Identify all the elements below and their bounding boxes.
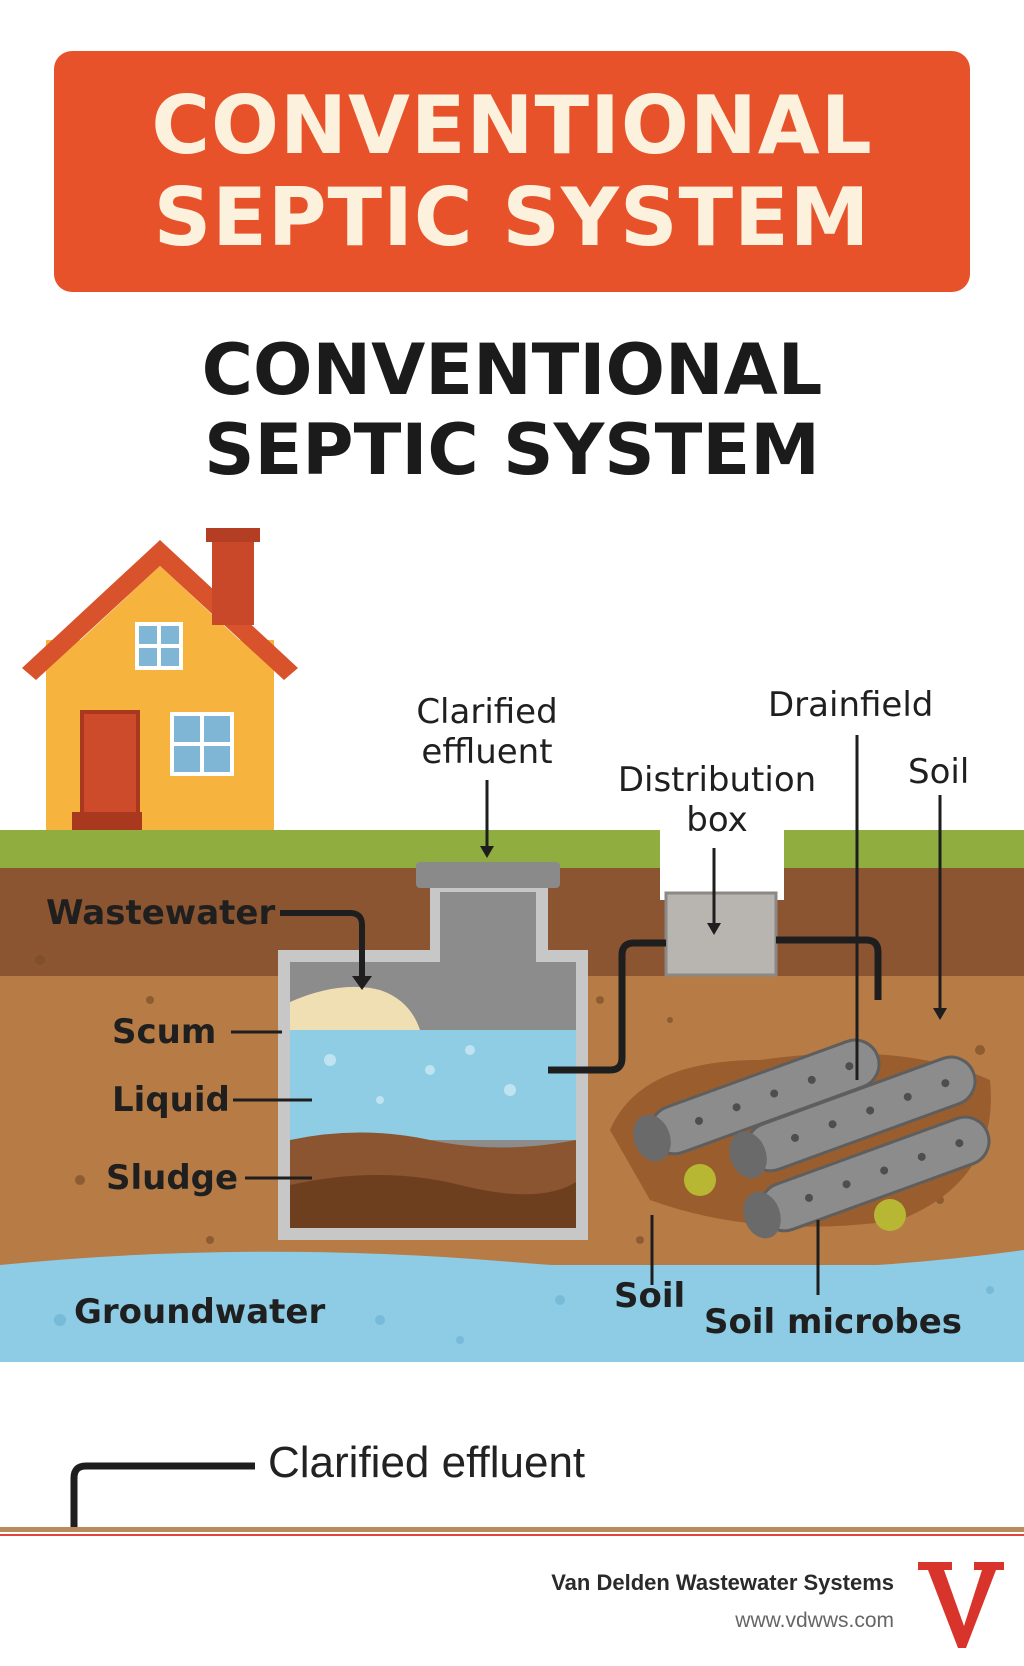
label-clarified-line2: effluent xyxy=(421,732,553,772)
legend-clarified-effluent: Clarified effluent xyxy=(268,1438,586,1487)
distribution-box xyxy=(664,891,778,977)
liquid-layer xyxy=(290,1030,576,1140)
footer-accent-line xyxy=(0,1534,1024,1536)
label-liquid: Liquid xyxy=(112,1080,230,1120)
label-groundwater: Groundwater xyxy=(74,1292,326,1332)
microbe-icon xyxy=(684,1164,906,1231)
heading-line2: SEPTIC SYSTEM xyxy=(204,409,820,491)
label-clarified-effluent: Clarified effluent xyxy=(395,692,579,772)
label-soil-top: Soil xyxy=(908,752,970,792)
drainfield-pipes xyxy=(633,1038,991,1239)
company-logo xyxy=(918,1562,1004,1648)
label-distribution-box: Distribution box xyxy=(602,760,832,840)
label-soil-bottom: Soil xyxy=(614,1276,686,1316)
heading-line1: CONVENTIONAL xyxy=(201,329,823,411)
label-distribution-line2: box xyxy=(686,800,748,840)
title-banner: CONVENTIONAL SEPTIC SYSTEM xyxy=(54,51,970,292)
label-soil-microbes: Soil microbes xyxy=(704,1302,962,1342)
banner-title-line1: CONVENTIONAL xyxy=(151,78,873,172)
company-website[interactable]: www.vdwws.com xyxy=(735,1609,894,1632)
label-wastewater: Wastewater xyxy=(46,893,276,933)
company-name: Van Delden Wastewater Systems xyxy=(551,1570,894,1595)
banner-title-line2: SEPTIC SYSTEM xyxy=(153,170,871,264)
label-scum: Scum xyxy=(112,1012,217,1052)
scum-layer xyxy=(290,986,420,1030)
footer-divider xyxy=(0,1527,1024,1532)
house-illustration xyxy=(22,528,298,830)
label-sludge: Sludge xyxy=(106,1158,239,1198)
label-drainfield: Drainfield xyxy=(768,685,934,725)
page-heading: CONVENTIONAL SEPTIC SYSTEM xyxy=(0,330,1024,490)
label-distribution-line1: Distribution xyxy=(617,760,817,800)
tank-lid xyxy=(416,862,560,888)
label-clarified-line1: Clarified xyxy=(416,692,558,732)
trench-cut xyxy=(660,830,784,900)
